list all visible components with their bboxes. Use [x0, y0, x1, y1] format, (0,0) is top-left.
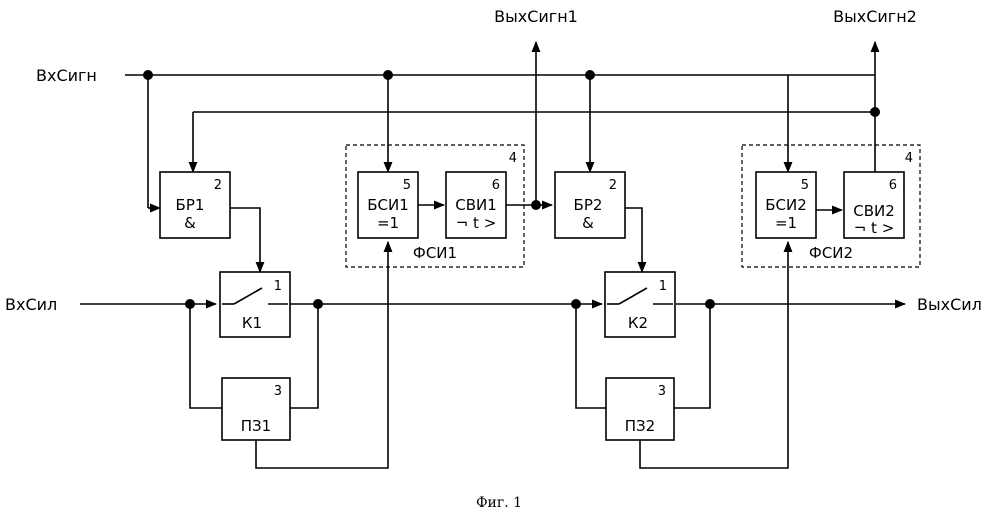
fsi2-label: ФСИ2: [809, 244, 853, 262]
out-signal-2-label: ВыхСигн2: [833, 7, 917, 26]
svi2-operator: ¬ t >: [854, 219, 895, 237]
figure-caption: Фиг. 1: [476, 495, 522, 511]
block-br2: 2 БР2 &: [555, 172, 625, 238]
k2-number: 1: [659, 279, 667, 294]
pz1-label: ПЗ1: [241, 417, 271, 435]
br2-operator: &: [582, 214, 594, 232]
k1-label: К1: [242, 314, 262, 332]
bsi1-label: БСИ1: [367, 196, 409, 214]
fsi1-label: ФСИ1: [413, 244, 457, 262]
bsi2-operator: =1: [775, 214, 797, 232]
in-signal-label: ВхСигн: [36, 66, 97, 85]
svi1-label: СВИ1: [455, 196, 497, 214]
pz1-number: 3: [274, 384, 282, 399]
block-br1: 2 БР1 &: [160, 172, 230, 238]
block-pz2: 3 ПЗ2: [606, 378, 674, 440]
power-line: [80, 304, 905, 408]
fsi2-number: 4: [905, 151, 913, 166]
svi1-operator: ¬ t >: [456, 214, 497, 232]
br2-number: 2: [609, 178, 617, 193]
block-svi1: 6 СВИ1 ¬ t >: [446, 172, 506, 238]
out-power-label: ВыхСил: [917, 295, 982, 314]
block-bsi1: 5 БСИ1 =1: [358, 172, 418, 238]
block-k1: 1 К1: [220, 272, 290, 337]
bsi2-number: 5: [801, 178, 809, 193]
bsi1-operator: =1: [377, 214, 399, 232]
in-power-label: ВхСил: [5, 295, 57, 314]
bsi2-label: БСИ2: [765, 196, 807, 214]
block-svi2: 6 СВИ2 ¬ t >: [844, 172, 904, 238]
control-wires: [229, 205, 842, 468]
br1-label: БР1: [176, 196, 205, 214]
svi2-label: СВИ2: [853, 202, 895, 220]
bsi1-number: 5: [403, 178, 411, 193]
block-pz1: 3 ПЗ1: [222, 378, 290, 440]
k1-number: 1: [274, 279, 282, 294]
pz2-label: ПЗ2: [625, 417, 655, 435]
br1-operator: &: [184, 214, 196, 232]
svi1-number: 6: [492, 178, 500, 193]
block-bsi2: 5 БСИ2 =1: [756, 172, 816, 238]
svi2-number: 6: [889, 178, 897, 193]
k2-label: К2: [628, 314, 648, 332]
out-signal-1-label: ВыхСигн1: [494, 7, 578, 26]
block-k2: 1 К2: [605, 272, 675, 337]
pz2-number: 3: [658, 384, 666, 399]
br1-number: 2: [214, 178, 222, 193]
br2-label: БР2: [574, 196, 603, 214]
fsi1-number: 4: [509, 151, 517, 166]
